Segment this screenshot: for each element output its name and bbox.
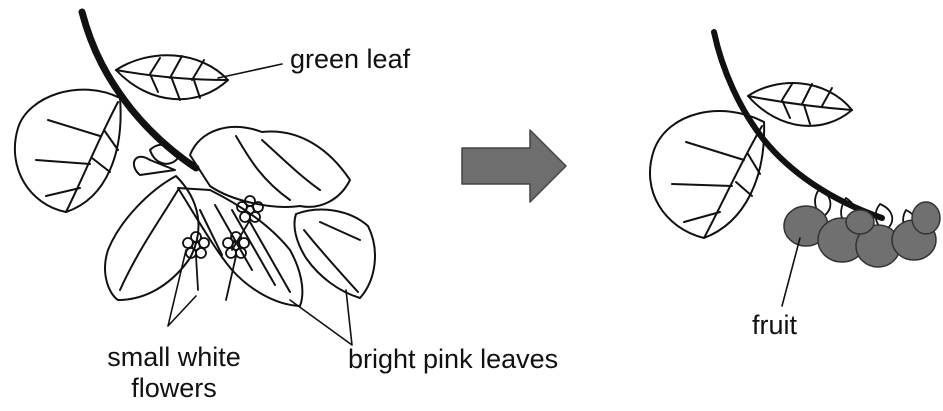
label-green-leaf: green leaf [290,44,410,75]
green-leaf-lower [15,90,121,212]
leader-flowers [168,250,196,326]
label-bright-pink-leaves: bright pink leaves [348,344,558,375]
green-leaf-upper [116,55,228,100]
fruit-berry-5 [912,202,940,234]
leader-fruit [782,238,800,306]
leader-green-leaf [218,64,282,78]
label-fruit: fruit [752,310,797,341]
leaf-lower-right [650,111,764,238]
fruiting-branch [650,32,940,306]
leader-pink-leaves [290,290,352,345]
label-small-white-flowers: small white flowers [74,342,274,404]
leaf-upper-right [748,83,852,126]
fruit-berry-6 [846,210,874,234]
label-small-white-flowers-line1: small white [74,342,274,373]
fruit-cluster [784,202,940,267]
label-small-white-flowers-line2: flowers [74,373,274,404]
transition-arrow [462,130,566,202]
